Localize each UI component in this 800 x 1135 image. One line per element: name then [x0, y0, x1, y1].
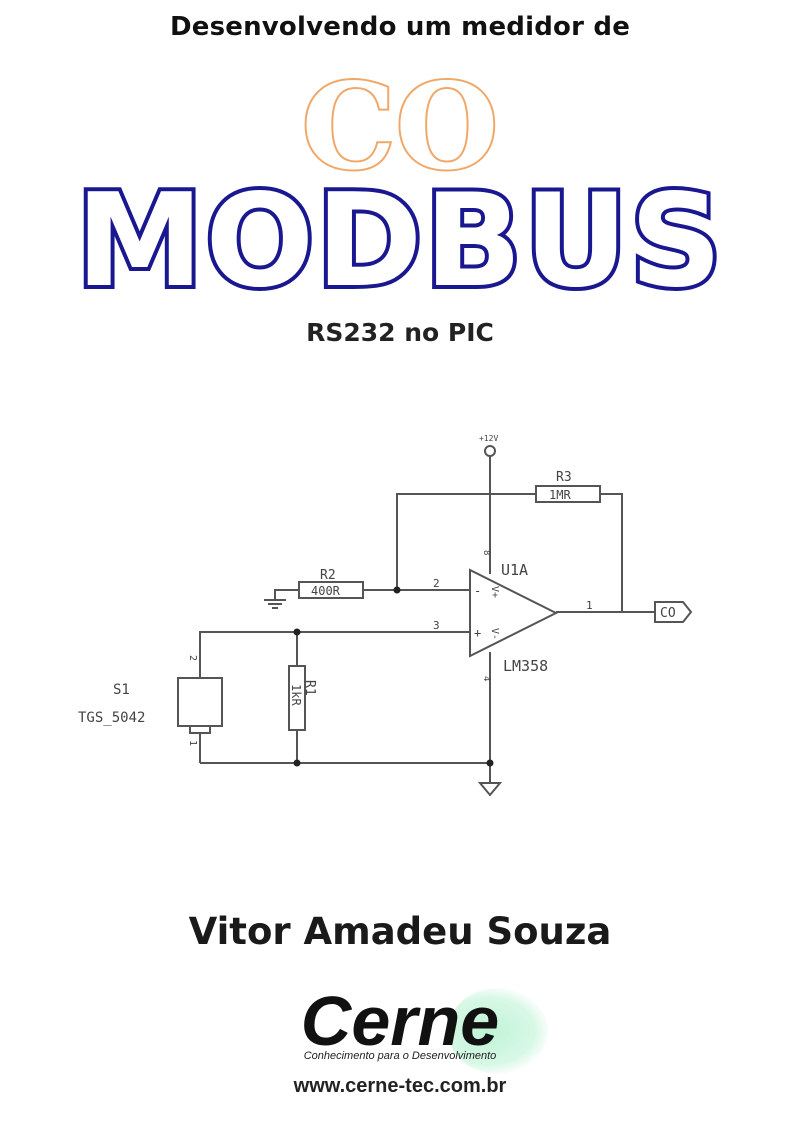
supply-label: +12V: [479, 434, 498, 443]
ground-symbol-bottom: [477, 782, 503, 797]
publisher-logo: Cerne: [300, 982, 500, 1060]
pin-1-label: 1: [586, 599, 593, 612]
opamp-ref-label: U1A: [501, 561, 528, 579]
pin-8-label: 8: [481, 550, 491, 555]
publisher-tagline: Conhecimento para o Desenvolvimento: [303, 1050, 497, 1062]
inverting-sign: -: [474, 584, 481, 598]
output-port-label: CO: [660, 606, 676, 621]
feedback-wire-left: [396, 493, 536, 590]
r1-value-label: 1kR: [289, 684, 303, 706]
sensor-part-label: TGS_5042: [78, 710, 145, 726]
publisher-website: www.cerne-tec.com.br: [293, 1075, 507, 1097]
sensor-pin-2-label: 2: [187, 655, 198, 661]
r3-ref-label: R3: [556, 470, 572, 485]
output-port-co: [654, 601, 693, 623]
junction-dot: [486, 759, 494, 767]
junction-dot: [293, 628, 301, 636]
pin-3-label: 3: [433, 619, 440, 632]
cover-title-modbus: MODBUS: [72, 167, 726, 316]
r2-ref-label: R2: [320, 568, 336, 583]
publisher-logo-swoosh: [448, 988, 548, 1074]
pin-4-label: 4: [481, 676, 491, 681]
sensor-ref-label: S1: [113, 682, 130, 698]
vminus-pin-label: V-: [489, 628, 500, 640]
circuit-schematic: +12V R3 1MR R2 400R U1A LM358 2 3 1 8 4 …: [78, 434, 693, 797]
cover-subtitle: RS232 no PIC: [306, 318, 494, 347]
r3-value-label: 1MR: [549, 488, 571, 502]
cover-title-co: CO: [300, 57, 501, 196]
r3-resistor: [535, 485, 601, 503]
supply-terminal: [484, 445, 496, 457]
noninverting-input-wire: [199, 631, 470, 660]
r2-ground-wire: [274, 589, 299, 600]
cover-top-line: Desenvolvendo um medidor de: [169, 12, 631, 42]
junction-dot: [393, 586, 401, 594]
vplus-pin-label: V+: [489, 586, 500, 598]
r1-ref-label: R1: [302, 680, 317, 696]
junction-dot: [293, 759, 301, 767]
opamp-part-label: LM358: [503, 657, 548, 675]
sensor-pin-1-label: 1: [187, 740, 198, 746]
feedback-wire-right: [600, 493, 623, 612]
sensor-base: [189, 725, 211, 734]
pin-2-label: 2: [433, 577, 440, 590]
sensor-body: [177, 677, 223, 727]
opamp-symbol: [469, 568, 559, 658]
author-name: Vitor Amadeu Souza: [188, 910, 612, 953]
r2-value-label: 400R: [311, 584, 341, 598]
noninverting-sign: +: [474, 626, 481, 640]
